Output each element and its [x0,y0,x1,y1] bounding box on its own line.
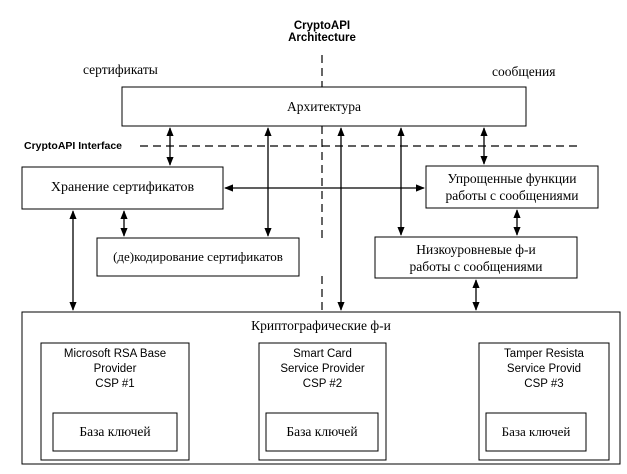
provider-1-line2: Provider [93,363,137,375]
provider-1-line3: CSP #1 [95,378,135,390]
provider-box-3 [478,342,610,461]
provider-2-line1: Smart Card [293,348,352,360]
provider-3-line1: Tamper Resista [504,348,584,360]
provider-box-1 [40,342,190,461]
messages-label: сообщения [492,64,556,79]
crypto-functions-box [21,311,621,465]
simplified-msg-line2: работы с сообщениями [445,188,579,203]
architecture-label: Архитектура [287,98,361,114]
key-db-box-3 [485,412,587,452]
diagram-title: CryptoAPI Architecture [262,20,382,44]
provider-3-line3: CSP #3 [524,378,564,390]
key-db-box-2 [265,412,379,452]
provider-label-1: Microsoft RSA Base Provider CSP #1 [41,347,189,392]
diagram-title-line2: Architecture [288,32,356,44]
low-level-msg-line1: Низкоуровневые ф-и [416,241,536,257]
architecture-box [121,86,527,127]
cert-storage-box [21,166,224,210]
cert-decoding-box [96,237,300,277]
low-level-msg-label: Низкоуровневые ф-и работы с сообщениями [375,237,577,278]
simplified-msg-box [425,165,599,209]
key-db-box-1 [52,412,178,452]
cryptoapi-interface-label: CryptoAPI Interface [24,140,123,152]
simplified-msg-label: Упрощенные функции работы с сообщениями [426,166,598,208]
key-db-label-1: База ключей [79,424,151,439]
key-db-label-3: База ключей [501,424,571,439]
crypto-functions-label: Криптографические ф-и [251,318,391,333]
low-level-msg-box [374,236,578,279]
provider-2-line3: CSP #2 [302,378,343,390]
cert-decoding-label: (де)кодирование сертификатов [113,249,283,264]
low-level-msg-line2: работы с сообщениями [409,258,543,274]
simplified-msg-line1: Упрощенные функции [447,171,577,186]
diagram-title-line1: CryptoAPI [293,20,351,32]
key-db-label-2: База ключей [286,424,358,439]
cert-storage-label: Хранение сертификатов [50,180,195,195]
provider-2-line2: Service Provider [280,363,365,375]
certificates-label: сертификаты [83,62,158,77]
provider-box-2 [258,342,387,461]
provider-label-2: Smart Card Service Provider CSP #2 [259,347,386,392]
provider-1-line1: Microsoft RSA Base [63,348,167,360]
provider-3-line2: Service Provid [506,363,582,375]
provider-label-3: Tamper Resista Service Provid CSP #3 [479,347,609,392]
